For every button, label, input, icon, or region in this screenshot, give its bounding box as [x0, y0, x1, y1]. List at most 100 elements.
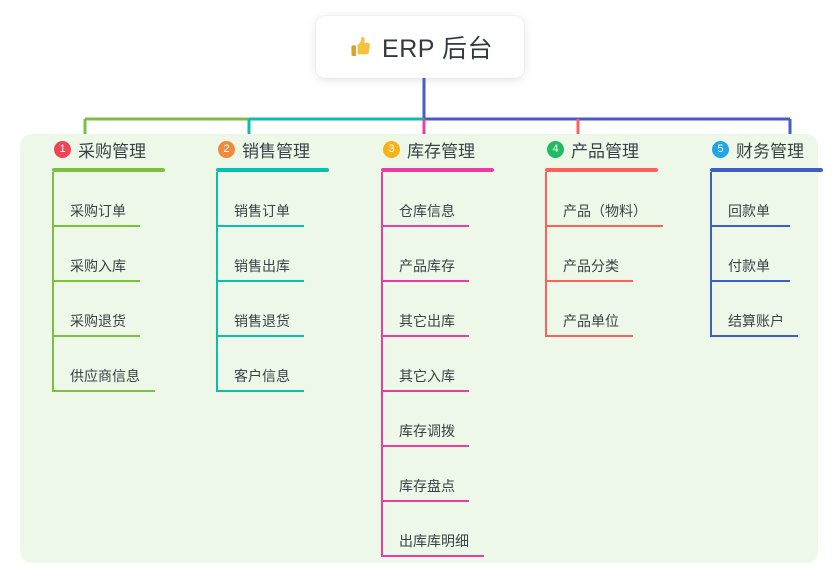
list-item[interactable]: 其它入库	[381, 337, 494, 392]
branch-item-label: 仓库信息	[399, 203, 455, 219]
branch-item-rule	[52, 280, 140, 282]
branch-badge-3: 3	[383, 140, 400, 158]
list-item[interactable]: 出库库明细	[381, 502, 494, 557]
branch-item-label: 销售订单	[234, 203, 290, 219]
list-item[interactable]: 库存盘点	[381, 447, 494, 502]
branch-spine-5	[710, 172, 712, 337]
list-item[interactable]: 供应商信息	[52, 337, 165, 392]
branch-item-label: 销售出库	[234, 258, 290, 274]
branch-item-label: 采购退货	[70, 313, 126, 329]
branch-item-label: 其它出库	[399, 313, 455, 329]
branch-item-rule	[52, 335, 140, 337]
branch-item-rule	[216, 280, 304, 282]
branch-item-label: 产品（物料）	[563, 203, 647, 219]
list-item[interactable]: 产品库存	[381, 227, 494, 282]
branch-title-2: 销售管理	[242, 141, 310, 161]
branch-column-5: 5 财务管理回款单付款单结算账户	[710, 134, 823, 337]
branch-column-4: 4 产品管理产品（物料） 产品分类产品单位	[545, 134, 663, 337]
list-item[interactable]: 销售退货	[216, 282, 329, 337]
branch-header-rule-2	[216, 168, 329, 172]
branch-column-1: 1 采购管理采购订单采购入库采购退货供应商信息	[52, 134, 165, 392]
branch-item-label: 供应商信息	[70, 368, 140, 384]
branch-item-rule	[381, 555, 484, 557]
branch-item-label: 采购订单	[70, 203, 126, 219]
list-item[interactable]: 库存调拨	[381, 392, 494, 447]
list-item[interactable]: 采购入库	[52, 227, 165, 282]
list-item[interactable]: 产品分类	[545, 227, 658, 282]
branch-item-rule	[52, 390, 155, 392]
list-item[interactable]: 销售出库	[216, 227, 329, 282]
list-item[interactable]: 回款单	[710, 172, 823, 227]
branch-item-rule	[545, 225, 663, 227]
list-item[interactable]: 销售订单	[216, 172, 329, 227]
branch-item-rule	[381, 390, 469, 392]
branch-item-label: 产品单位	[563, 313, 619, 329]
page-title: ERP 后台	[382, 35, 493, 63]
branch-column-2: 2 销售管理销售订单销售出库销售退货客户信息	[216, 134, 329, 392]
branch-item-rule	[381, 445, 469, 447]
list-item[interactable]: 采购订单	[52, 172, 165, 227]
branch-spine-1	[52, 172, 54, 392]
branch-item-label: 回款单	[728, 203, 770, 219]
branch-item-list-1: 采购订单采购入库采购退货供应商信息	[52, 172, 165, 392]
branch-title-5: 财务管理	[736, 141, 804, 161]
branch-header-rule-1	[52, 168, 165, 172]
list-item[interactable]: 仓库信息	[381, 172, 494, 227]
branch-item-label: 库存调拨	[399, 423, 455, 439]
branch-item-rule	[381, 500, 469, 502]
branch-item-rule	[216, 225, 304, 227]
branch-item-rule	[710, 225, 790, 227]
branch-header-5[interactable]: 5 财务管理	[710, 134, 823, 164]
branch-item-label: 库存盘点	[399, 478, 455, 494]
branch-item-label: 采购入库	[70, 258, 126, 274]
branch-header-1[interactable]: 1 采购管理	[52, 134, 165, 164]
branch-item-rule	[381, 225, 469, 227]
branch-header-2[interactable]: 2 销售管理	[216, 134, 329, 164]
branch-item-rule	[381, 280, 469, 282]
branch-item-label: 出库库明细	[399, 533, 469, 549]
branch-item-list-5: 回款单付款单结算账户	[710, 172, 823, 337]
branch-item-label: 其它入库	[399, 368, 455, 384]
branch-badge-5: 5	[712, 140, 729, 158]
branch-item-rule	[710, 280, 790, 282]
branch-item-rule	[216, 390, 304, 392]
branch-header-rule-4	[545, 168, 658, 172]
branch-item-label: 产品分类	[563, 258, 619, 274]
branch-item-rule	[381, 335, 469, 337]
branch-header-rule-5	[710, 168, 823, 172]
branch-badge-1: 1	[54, 140, 71, 158]
root-node-content: ERP 后台	[347, 29, 493, 65]
list-item[interactable]: 产品单位	[545, 282, 658, 337]
branch-spine-3	[381, 172, 383, 557]
branch-spine-4	[545, 172, 547, 337]
list-item[interactable]: 其它出库	[381, 282, 494, 337]
branch-spine-2	[216, 172, 218, 392]
branch-badge-2: 2	[218, 140, 235, 158]
branch-badge-4: 4	[547, 140, 564, 158]
list-item[interactable]: 客户信息	[216, 337, 329, 392]
list-item[interactable]: 采购退货	[52, 282, 165, 337]
branch-title-4: 产品管理	[571, 141, 639, 161]
branch-title-1: 采购管理	[78, 141, 146, 161]
branch-item-rule	[216, 335, 304, 337]
list-item[interactable]: 产品（物料）	[545, 172, 663, 227]
branch-header-rule-3	[381, 168, 494, 172]
branch-item-label: 结算账户	[728, 313, 784, 329]
branches-panel: 1 采购管理采购订单采购入库采购退货供应商信息 2 销售管理销售订单销售出库销售退货客…	[20, 134, 823, 563]
branch-item-rule	[545, 280, 633, 282]
branch-item-label: 客户信息	[234, 368, 290, 384]
branch-item-label: 付款单	[728, 258, 770, 274]
branch-item-rule	[545, 335, 633, 337]
branch-item-rule	[710, 335, 798, 337]
branch-item-list-2: 销售订单销售出库销售退货客户信息	[216, 172, 329, 392]
branch-item-list-4: 产品（物料） 产品分类产品单位	[545, 172, 663, 337]
branch-header-4[interactable]: 4 产品管理	[545, 134, 658, 164]
branch-item-label: 产品库存	[399, 258, 455, 274]
list-item[interactable]: 结算账户	[710, 282, 823, 337]
root-node-card[interactable]: ERP 后台	[316, 16, 524, 78]
thumbs-up-icon	[347, 34, 373, 60]
list-item[interactable]: 付款单	[710, 227, 823, 282]
